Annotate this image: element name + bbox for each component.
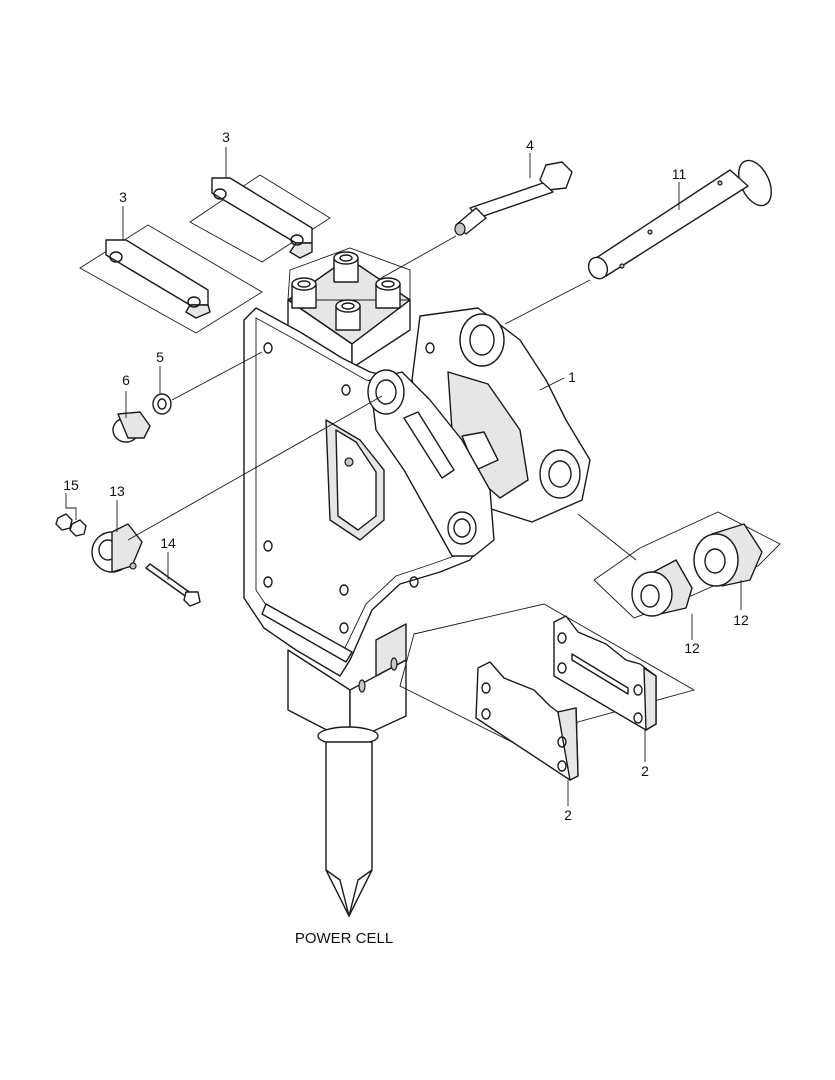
callout-14: 14 <box>160 535 176 551</box>
part-11-pin <box>504 159 772 325</box>
callout-13: 13 <box>109 483 125 499</box>
fitting <box>291 277 317 309</box>
bushing-rear <box>693 523 763 587</box>
callout-12-rear: 12 <box>733 612 749 628</box>
callout-12-front: 12 <box>684 640 700 656</box>
part-4-bolt <box>359 161 573 291</box>
callout-2-left: 2 <box>564 807 572 823</box>
callout-3-lower: 3 <box>119 189 127 205</box>
fitting <box>375 277 401 309</box>
callout-5: 5 <box>156 349 164 365</box>
part-3-upper-bar <box>189 174 331 263</box>
part-3-lower-bar <box>79 224 263 334</box>
callout-15: 15 <box>63 477 79 493</box>
callout-labels: 3 3 4 11 1 5 6 15 13 14 12 12 2 2 <box>63 129 749 823</box>
leader-lines <box>65 147 742 806</box>
part-14-bolt <box>145 563 201 607</box>
fitting <box>333 251 359 283</box>
valve-block <box>287 247 411 369</box>
diagram-caption: POWER CELL <box>295 930 393 947</box>
callout-6: 6 <box>122 372 130 388</box>
callout-2-right: 2 <box>641 763 649 779</box>
callout-11: 11 <box>672 166 687 182</box>
callout-3-upper: 3 <box>222 129 230 145</box>
plate-right <box>553 615 657 731</box>
part-2-plates <box>399 603 696 781</box>
fitting <box>335 299 361 331</box>
callout-4: 4 <box>526 137 534 153</box>
plate-left <box>475 661 579 781</box>
part-15-nuts <box>55 513 87 537</box>
part-13-collar <box>91 395 383 573</box>
callout-1: 1 <box>568 369 576 385</box>
bushing-front <box>631 559 693 617</box>
part-5-washer <box>152 351 263 415</box>
part-12-bushings <box>577 511 781 619</box>
tool-chisel <box>325 741 373 917</box>
part-6-nut <box>112 411 151 443</box>
part-1-housing <box>243 307 591 746</box>
